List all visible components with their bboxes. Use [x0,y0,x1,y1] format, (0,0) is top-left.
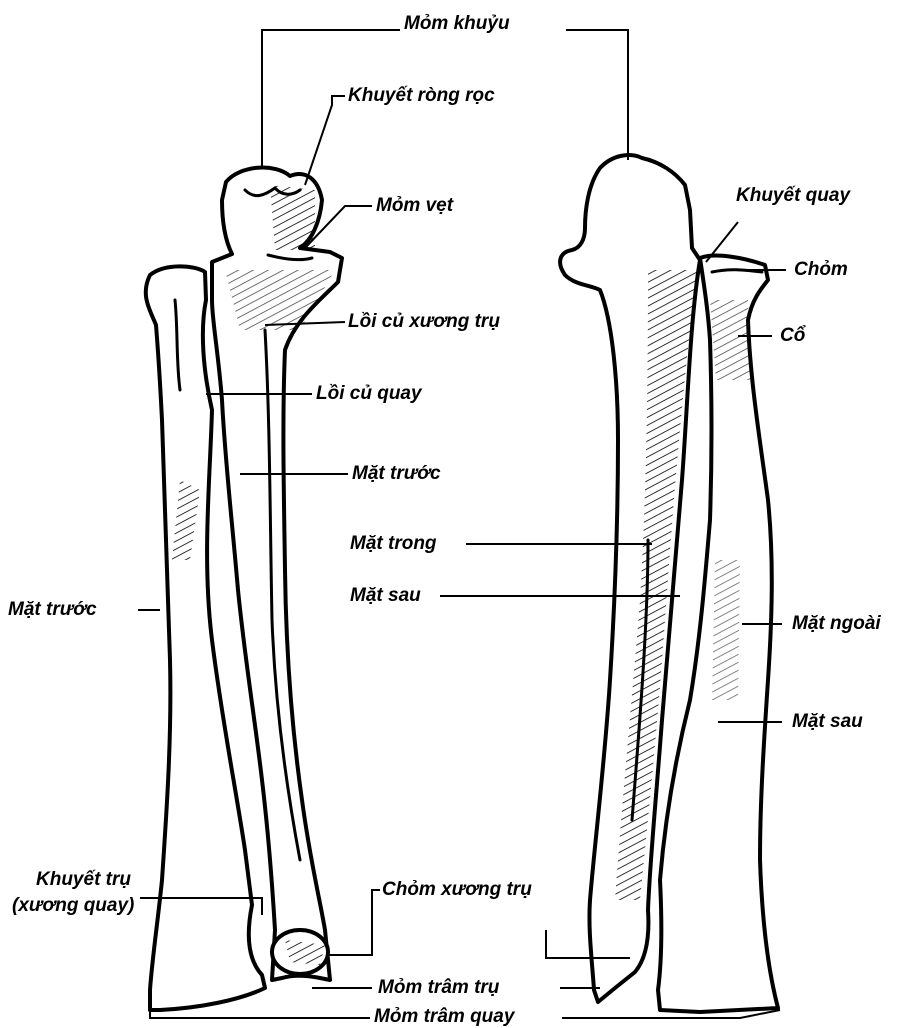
label-coronoid-process: Mỏm vẹt [376,196,453,215]
label-neck-of-radius: Cổ [780,326,805,345]
label-lateral-surface: Mặt ngoài [792,614,881,633]
label-anterior-surface-radius: Mặt trước [8,600,97,619]
label-radial-tuberosity: Lồi củ quay [316,384,422,403]
label-head-of-ulna: Chỏm xương trụ [382,880,532,899]
label-medial-surface: Mặt trong [350,534,437,553]
label-posterior-surface-ulna: Mặt sau [350,586,421,605]
label-ulnar-styloid: Mỏm trâm trụ [378,978,499,997]
label-olecranon: Mỏm khuỷu [404,14,510,33]
leader-olecranon-2 [566,30,628,160]
radius-shaft-hatching [712,560,740,700]
label-ulnar-tuberosity: Lồi củ xương trụ [348,312,500,331]
label-trochlear-notch: Khuyết ròng rọc [348,86,495,105]
trochlear-hatching [270,185,315,250]
label-ulnar-notch-line1: Khuyết trụ [36,870,131,889]
label-head-of-radius: Chỏm [794,260,848,279]
label-radial-styloid: Mỏm trâm quay [374,1007,514,1026]
label-posterior-surface-radius: Mặt sau [792,712,863,731]
label-radial-notch: Khuyết quay [736,186,850,205]
label-anterior-surface-ulna: Mặt trước [352,464,441,483]
leader-head-ulna [328,890,380,955]
label-ulnar-notch-line2: (xương quay) [12,896,134,915]
radius-neck-hatching [710,300,752,380]
leader-trochlear-notch [305,96,345,185]
